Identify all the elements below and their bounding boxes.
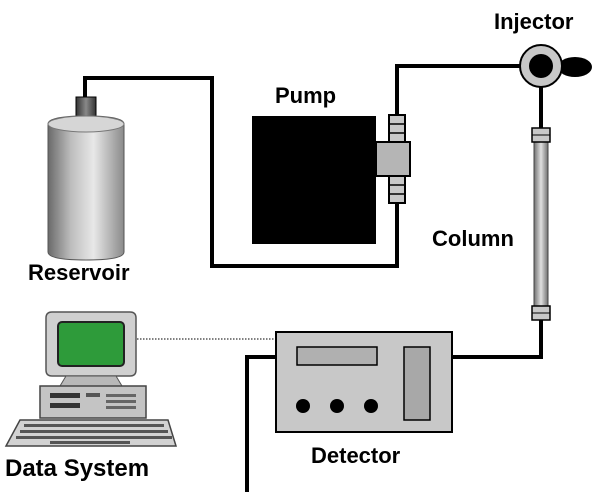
pump-body [252, 116, 376, 244]
label-reservoir: Reservoir [28, 260, 130, 285]
pump-head [375, 141, 411, 177]
reservoir-body [47, 115, 125, 261]
tube-pump-to-injector [395, 64, 520, 115]
tube-waste [245, 355, 276, 492]
detector-knob-3 [364, 399, 378, 413]
detector-panel [403, 346, 431, 421]
pump-block-icon [252, 114, 411, 244]
injection-valve-icon [519, 44, 592, 88]
tubing [83, 64, 543, 492]
label-data-system: Data System [5, 455, 149, 482]
injector-core [529, 54, 553, 78]
detector-unit-icon [275, 331, 453, 433]
reservoir-cap [75, 96, 97, 117]
monitor-screen [57, 321, 125, 367]
monitor-stand [59, 375, 123, 387]
label-pump: Pump [275, 83, 336, 108]
reservoir-top [47, 115, 125, 133]
detector-knob-2 [330, 399, 344, 413]
solvent-bottle-icon [47, 96, 125, 261]
keyboard-keys [16, 424, 172, 444]
detector-display [296, 346, 378, 366]
label-injector: Injector [494, 9, 574, 34]
tube-column-to-detector [452, 320, 543, 359]
label-column: Column [432, 226, 514, 251]
detector-knob-1 [296, 399, 310, 413]
tube-reservoir-to-pump [83, 76, 399, 268]
label-detector: Detector [311, 443, 401, 468]
injector-handle [558, 57, 592, 77]
pump-outlet-fitting [388, 114, 406, 143]
desktop-computer-icon [4, 311, 178, 447]
pump-inlet-fitting [388, 175, 406, 204]
hplc-column-icon [531, 127, 551, 321]
column-body [533, 139, 549, 309]
